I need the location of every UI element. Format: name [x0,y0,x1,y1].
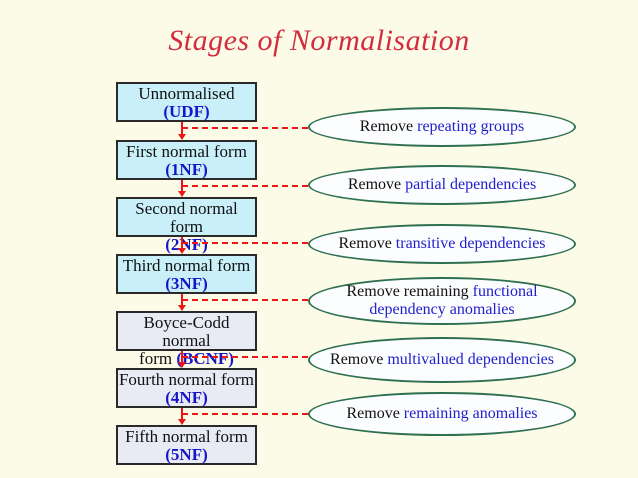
action-keyphrase: multivalued dependencies [387,351,554,368]
stage-label: First normal form [126,142,247,161]
stage-box-unnormalised: Unnormalised (UDF) [116,82,257,122]
dashed-branch-line [182,242,308,244]
action-ellipse-multivalued-dependencies: Remove multivalued dependencies [308,337,576,383]
action-keyphrase: remaining anomalies [403,405,538,422]
stage-abbreviation: (4NF) [165,388,208,407]
stage-box-2nf: Second normal form (2NF) [116,197,257,254]
down-arrow-icon [178,362,186,368]
stage-box-bcnf: Boyce-Codd normal form (BCNF) [116,311,257,368]
stage-label: Fifth normal form [125,427,248,446]
down-arrow-icon [178,305,186,311]
dashed-branch-line [182,413,308,415]
stage-abbreviation: (3NF) [165,274,208,293]
stage-label: Third normal form [122,256,251,275]
down-arrow-icon [178,134,186,140]
dashed-branch-line [182,356,308,358]
stage-abbreviation: (UDF) [163,102,210,121]
stage-label: Boyce-Codd normal [143,313,230,350]
stage-box-1nf: First normal form (1NF) [116,140,257,180]
stage-label: Second normal form [135,199,238,236]
action-ellipse-repeating-groups: Remove repeating groups [308,107,576,147]
dashed-branch-line [182,185,308,187]
stage-abbreviation: (5NF) [165,445,208,464]
action-ellipse-functional-dependency-anomalies: Remove remaining functional dependency a… [308,277,576,325]
stage-box-4nf: Fourth normal form (4NF) [116,368,257,408]
action-ellipse-remaining-anomalies: Remove remaining anomalies [308,392,576,436]
down-arrow-icon [178,419,186,425]
stage-label: Unnormalised [138,84,235,103]
down-arrow-icon [178,191,186,197]
dashed-branch-line [182,127,308,129]
stage-label: Fourth normal form [118,370,255,389]
stage-abbreviation: (BCNF) [176,349,234,368]
down-arrow-icon [178,248,186,254]
stage-box-3nf: Third normal form (3NF) [116,254,257,294]
action-ellipse-transitive-dependencies: Remove transitive dependencies [308,224,576,264]
page-title: Stages of Normalisation [168,24,470,57]
stage-box-5nf: Fifth normal form (5NF) [116,425,257,465]
action-keyphrase: transitive dependencies [395,235,546,252]
action-ellipse-partial-dependencies: Remove partial dependencies [308,165,576,205]
action-keyphrase: functional dependency anomalies [369,283,538,318]
dashed-branch-line [182,299,308,301]
stage-abbreviation: (1NF) [165,160,208,179]
action-keyphrase: partial dependencies [405,176,537,193]
action-keyphrase: repeating groups [417,118,525,135]
stage-abbreviation: (2NF) [165,235,208,254]
